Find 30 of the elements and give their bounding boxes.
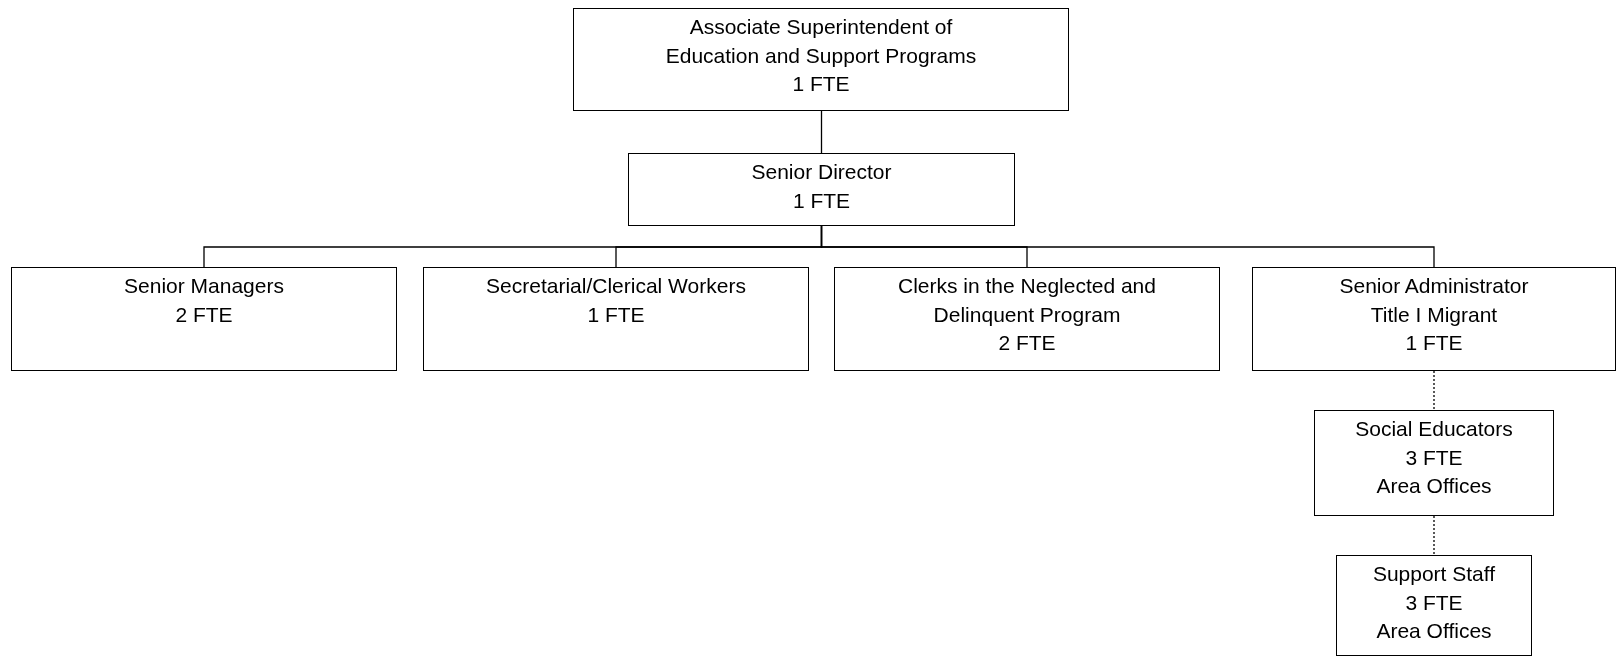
staff-count: Area Offices	[1376, 473, 1492, 499]
role-title: Associate Superintendent of Education and Support Programs	[664, 14, 978, 69]
org-box	[1252, 267, 1616, 371]
org-box	[423, 267, 809, 371]
staff-count: 1 FTE	[792, 71, 850, 97]
role-title: Senior Director	[751, 159, 892, 185]
connector-line	[820, 110, 823, 154]
org-box	[11, 267, 397, 371]
org-box	[1314, 410, 1554, 516]
staff-count: 3 FTE	[1405, 444, 1463, 471]
staff-count: Area Offices	[1376, 618, 1492, 644]
staff-count: 2 FTE	[175, 301, 233, 328]
staff-count: 1 FTE	[792, 187, 851, 214]
connector-line	[820, 225, 1435, 268]
org-box	[573, 8, 1069, 111]
connector-line	[1433, 370, 1435, 411]
staff-count: 2 FTE	[998, 330, 1056, 356]
staff-count: 3 FTE	[1405, 589, 1463, 616]
role-title: Senior Administrator Title I Migrant	[1338, 273, 1530, 328]
org-box	[628, 153, 1015, 226]
role-title: Senior Managers	[124, 273, 284, 299]
org-box	[834, 267, 1220, 371]
role-title: Secretarial/Clerical Workers	[486, 273, 746, 299]
role-title: Support Staff	[1372, 561, 1496, 587]
staff-count: 1 FTE	[587, 301, 645, 328]
connector-line	[1433, 515, 1435, 556]
org-box	[1336, 555, 1532, 656]
role-title: Clerks in the Neglected and Delinquent Program	[897, 273, 1157, 328]
role-title: Social Educators	[1355, 416, 1513, 442]
staff-count: 1 FTE	[1405, 330, 1463, 356]
